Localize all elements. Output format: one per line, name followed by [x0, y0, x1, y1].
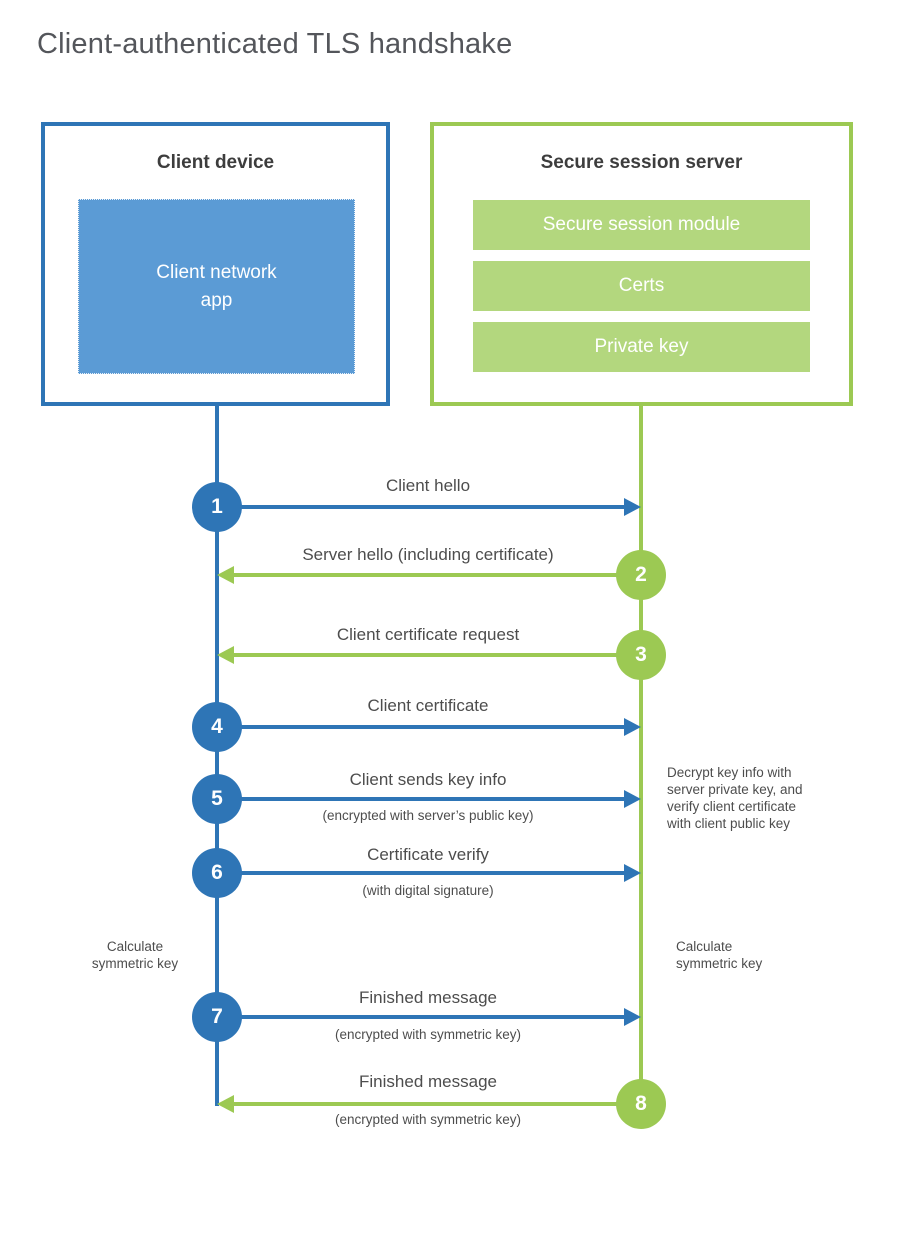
server-module-secure-session: Secure session module [473, 200, 810, 250]
step-circle-2: 2 [616, 550, 666, 600]
calculate-symmetric-key-client-note: Calculate symmetric key [91, 939, 179, 971]
client-lifeline [215, 404, 219, 1106]
step-circle-4: 4 [192, 702, 242, 752]
arrowhead-right-icon [624, 1008, 641, 1026]
message-label-finished-client: Finished message [359, 988, 497, 1007]
arrow-server-hello [234, 573, 641, 577]
step-circle-6: 6 [192, 848, 242, 898]
message-sub-finished-server: (encrypted with symmetric key) [334, 1112, 522, 1127]
message-sub-certificate-verify: (with digital signature) [362, 883, 494, 898]
message-label-client-hello: Client hello [385, 476, 471, 495]
arrowhead-left-icon [217, 646, 234, 664]
client-network-app-box: Client network app [78, 199, 355, 374]
decrypt-key-note: Decrypt key info with server private key… [667, 765, 803, 831]
message-label-client-certificate: Client certificate [367, 696, 489, 715]
arrow-client-certificate [217, 725, 624, 729]
arrowhead-right-icon [624, 864, 641, 882]
arrow-certificate-verify [217, 871, 624, 875]
arrowhead-left-icon [217, 566, 234, 584]
arrowhead-right-icon [624, 718, 641, 736]
arrow-finished-client [217, 1015, 624, 1019]
arrowhead-right-icon [624, 498, 641, 516]
arrow-client-hello [217, 505, 624, 509]
message-label-client-key-info: Client sends key info [349, 770, 507, 789]
message-sub-finished-client: (encrypted with symmetric key) [334, 1027, 522, 1042]
arrowhead-right-icon [624, 790, 641, 808]
calculate-symmetric-key-server-note: Calculate symmetric key [676, 939, 763, 971]
arrow-finished-server [234, 1102, 641, 1106]
step-circle-5: 5 [192, 774, 242, 824]
server-lifeline [639, 404, 643, 1104]
step-circle-3: 3 [616, 630, 666, 680]
step-circle-8: 8 [616, 1079, 666, 1129]
server-module-private-key: Private key [473, 322, 810, 372]
client-device-title: Client device [156, 152, 275, 173]
client-network-app-label: Client network app [156, 261, 277, 311]
arrowhead-left-icon [217, 1095, 234, 1113]
step-circle-1: 1 [192, 482, 242, 532]
page-title: Client-authenticated TLS handshake [37, 28, 513, 60]
message-label-finished-server: Finished message [359, 1072, 497, 1091]
secure-session-server-title: Secure session server [540, 152, 743, 173]
message-label-client-cert-request: Client certificate request [336, 625, 520, 644]
arrow-client-key-info [217, 797, 624, 801]
message-sub-client-key-info: (encrypted with server’s public key) [322, 808, 534, 823]
message-label-certificate-verify: Certificate verify [367, 845, 489, 864]
message-label-server-hello: Server hello (including certificate) [302, 545, 554, 564]
server-module-certs: Certs [473, 261, 810, 311]
arrow-client-cert-request [234, 653, 641, 657]
step-circle-7: 7 [192, 992, 242, 1042]
